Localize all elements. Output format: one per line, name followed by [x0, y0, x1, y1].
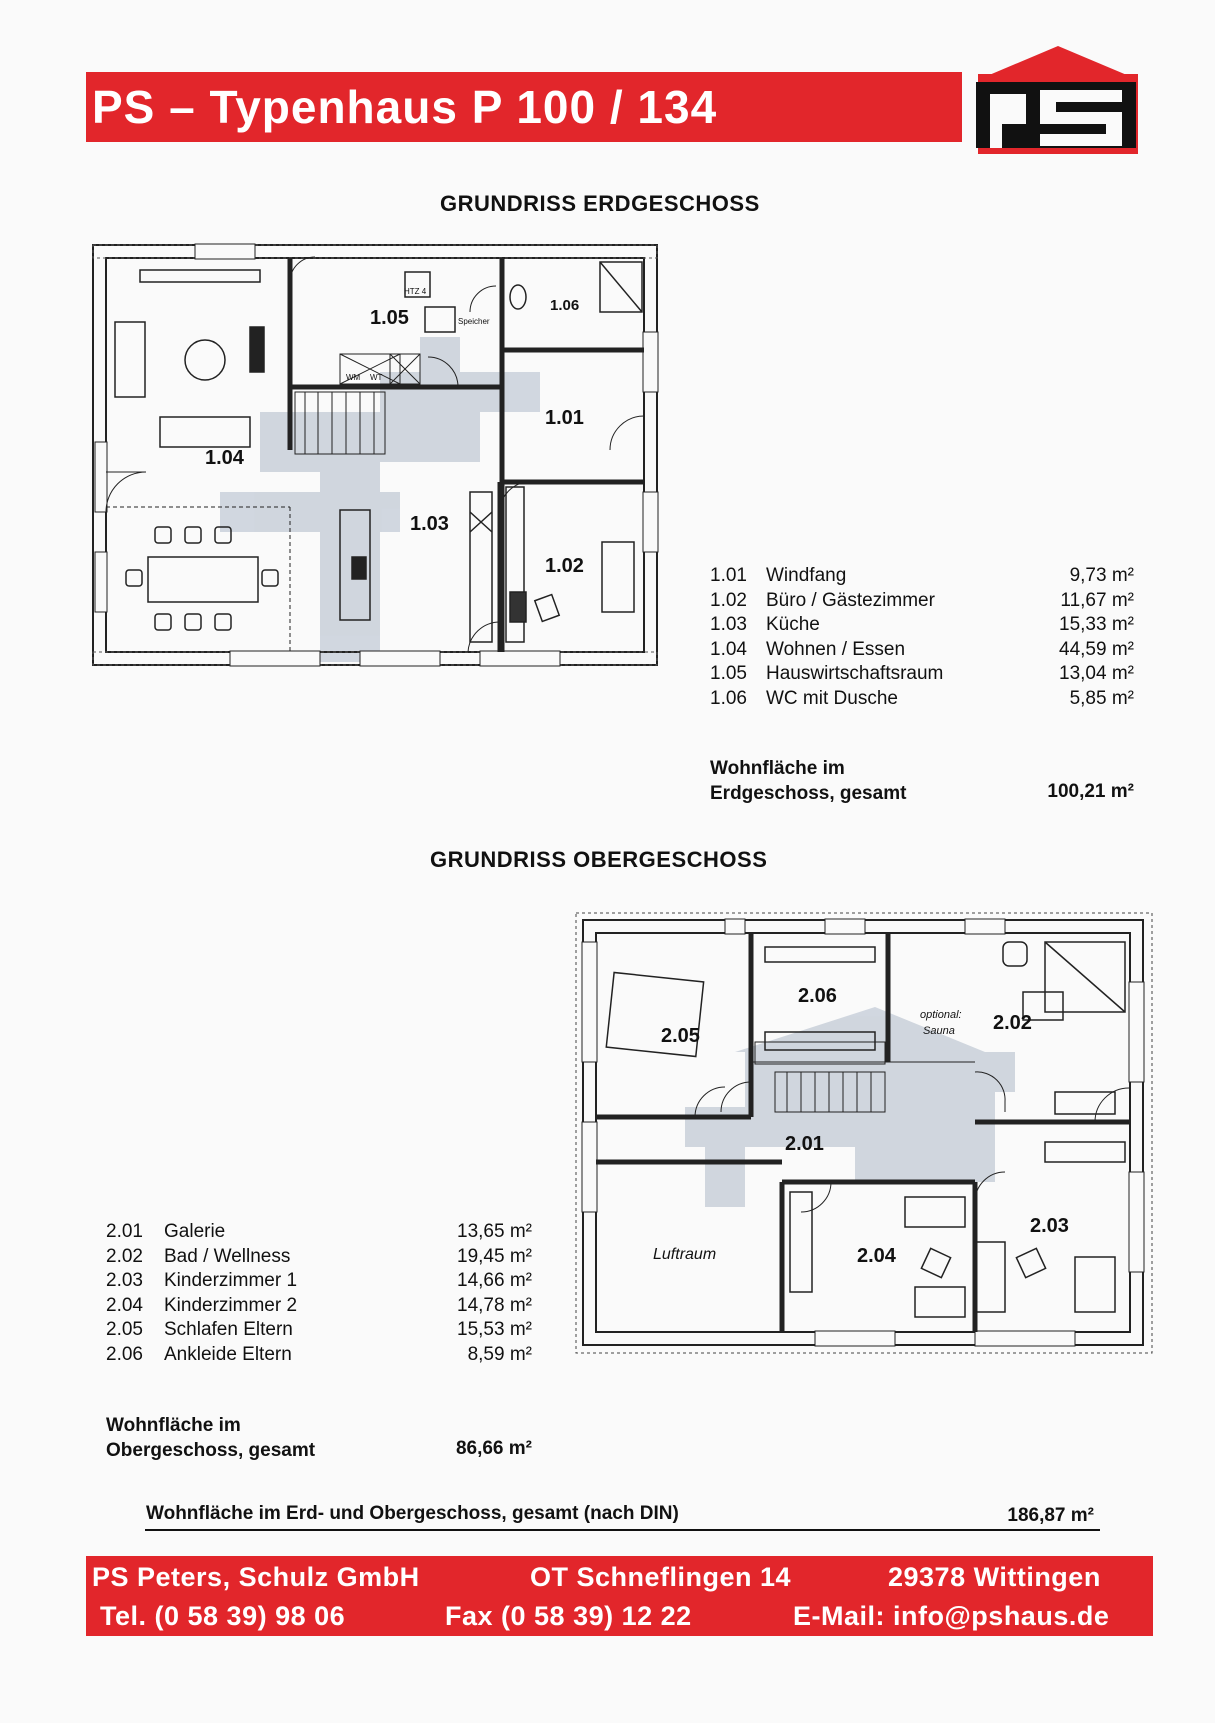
- label-luftraum: Luftraum: [653, 1246, 716, 1263]
- label-wm: WM: [346, 373, 361, 382]
- label-sauna: Sauna: [923, 1025, 955, 1037]
- label-htz: HTZ 4: [404, 287, 427, 296]
- room-row: 2.02 Bad / Wellness 19,45 m²: [106, 1246, 532, 1270]
- room-name: Kinderzimmer 2: [164, 1294, 298, 1316]
- room-number: 1.02: [710, 589, 747, 611]
- room-number: 1.01: [710, 565, 747, 586]
- page-title: PS – Typenhaus P 100 / 134: [92, 81, 718, 133]
- ps-logo: ps: [960, 44, 1148, 154]
- room-name: Hauswirtschaftsraum: [766, 663, 944, 684]
- label-1-03: 1.03: [410, 513, 449, 535]
- total-underline: [145, 1529, 1100, 1531]
- header-bar: [86, 72, 962, 142]
- label-1-06: 1.06: [550, 297, 579, 314]
- label-2-05: 2.05: [661, 1025, 700, 1047]
- room-name: Küche: [766, 614, 820, 635]
- room-number: 1.03: [710, 614, 747, 635]
- label-1-01: 1.01: [545, 407, 584, 429]
- label-2-06: 2.06: [798, 985, 837, 1007]
- footer-tel: Tel. (0 58 39) 98 06: [100, 1601, 346, 1631]
- grand-total-value: 186,87 m²: [1007, 1505, 1094, 1526]
- upper-floor-title: GRUNDRISS OBERGESCHOSS: [430, 847, 768, 872]
- room-name: Schlafen Eltern: [164, 1319, 293, 1340]
- room-name: Galerie: [164, 1221, 226, 1242]
- room-row: 1.03 Küche 15,33 m²: [710, 614, 1134, 638]
- room-number: 1.04: [710, 638, 747, 660]
- room-row: 2.01 Galerie 13,65 m²: [106, 1221, 532, 1245]
- room-name: Windfang: [766, 565, 847, 586]
- grand-total-label: Wohnfläche im Erd- und Obergeschoss, ges…: [146, 1503, 679, 1524]
- room-row: 1.02 Büro / Gästezimmer 11,67 m²: [710, 590, 1134, 614]
- room-number: 2.06: [106, 1343, 143, 1365]
- room-area: 13,65 m²: [457, 1221, 532, 1242]
- footer-email[interactable]: E-Mail: info@pshaus.de: [793, 1601, 1110, 1631]
- room-name: Ankleide Eltern: [164, 1343, 292, 1365]
- room-area: 14,78 m²: [457, 1294, 532, 1316]
- ground-floor-total-label: Wohnfläche im Erdgeschoss, gesamt: [710, 758, 907, 804]
- upper-floor-room-list: 2.01 Galerie 13,65 m² 2.02 Bad / Wellness 19,…: [106, 1221, 532, 1371]
- room-row: 2.06 Ankleide Eltern 8,59 m²: [106, 1344, 532, 1368]
- room-number: 2.05: [106, 1319, 143, 1340]
- footer-fax: Fax (0 58 39) 12 22: [445, 1601, 692, 1631]
- room-area: 8,59 m²: [467, 1343, 532, 1365]
- label-2-04: 2.04: [857, 1245, 897, 1267]
- upper-floor-plan: 2.05 2.06 2.02 2.01 2.03 2.04 optional: …: [575, 912, 1153, 1354]
- label-speicher: Speicher: [458, 317, 490, 326]
- room-area: 5,85 m²: [1069, 687, 1134, 709]
- room-row: 1.01 Windfang 9,73 m²: [710, 565, 1134, 589]
- label-1-02: 1.02: [545, 555, 584, 577]
- room-number: 2.04: [106, 1294, 143, 1316]
- room-name: Bad / Wellness: [164, 1245, 291, 1267]
- room-number: 1.05: [710, 663, 747, 684]
- footer-street: OT Schneflingen 14: [530, 1562, 792, 1592]
- upper-floor-total-value: 86,66 m²: [455, 1438, 532, 1459]
- room-number: 1.06: [710, 687, 747, 709]
- room-area: 9,73 m²: [1069, 565, 1134, 586]
- room-name: WC mit Dusche: [766, 687, 898, 709]
- room-area: 11,67 m²: [1060, 589, 1134, 611]
- label-1-04: 1.04: [205, 447, 245, 469]
- room-row: 2.05 Schlafen Eltern 15,53 m²: [106, 1319, 532, 1343]
- footer-company: PS Peters, Schulz GmbH: [92, 1562, 420, 1592]
- room-row: 1.05 Hauswirtschaftsraum 13,04 m²: [710, 663, 1134, 687]
- room-row: 1.06 WC mit Dusche 5,85 m²: [710, 688, 1134, 712]
- room-area: 15,33 m²: [1059, 614, 1134, 635]
- room-name: Kinderzimmer 1: [164, 1270, 298, 1291]
- room-row: 1.04 Wohnen / Essen 44,59 m²: [710, 639, 1134, 663]
- label-2-03: 2.03: [1030, 1215, 1069, 1237]
- room-number: 2.02: [106, 1245, 143, 1267]
- room-row: 2.03 Kinderzimmer 1 14,66 m²: [106, 1270, 532, 1294]
- room-area: 13,04 m²: [1059, 663, 1134, 684]
- room-name: Büro / Gästezimmer: [766, 589, 935, 611]
- ground-floor-room-list: 1.01 Windfang 9,73 m² 1.02 Büro / Gästezimme…: [710, 565, 1134, 715]
- room-area: 14,66 m²: [457, 1270, 532, 1291]
- room-row: 2.04 Kinderzimmer 2 14,78 m²: [106, 1295, 532, 1319]
- ground-floor-total-value: 100,21 m²: [1047, 781, 1134, 802]
- logo-text: ps: [960, 44, 977, 48]
- upper-floor-total-label: Wohnfläche im Obergeschoss, gesamt: [106, 1415, 316, 1461]
- ground-floor-title: GRUNDRISS ERDGESCHOSS: [440, 191, 760, 216]
- footer-city: 29378 Wittingen: [888, 1562, 1101, 1592]
- room-number: 2.03: [106, 1270, 143, 1291]
- ground-floor-plan: 1.04 1.05 1.01 1.03 1.02 1.06 HTZ 4 Spei…: [92, 243, 659, 667]
- footer-bar: [86, 1556, 1153, 1636]
- label-2-01: 2.01: [785, 1133, 824, 1155]
- room-area: 44,59 m²: [1059, 638, 1134, 660]
- label-optional: optional:: [920, 1009, 962, 1021]
- label-1-05: 1.05: [370, 307, 409, 329]
- room-area: 15,53 m²: [457, 1319, 532, 1340]
- label-wt: WT: [370, 373, 383, 382]
- room-name: Wohnen / Essen: [766, 638, 906, 660]
- room-area: 19,45 m²: [457, 1245, 532, 1267]
- room-number: 2.01: [106, 1221, 143, 1242]
- label-2-02: 2.02: [993, 1012, 1032, 1034]
